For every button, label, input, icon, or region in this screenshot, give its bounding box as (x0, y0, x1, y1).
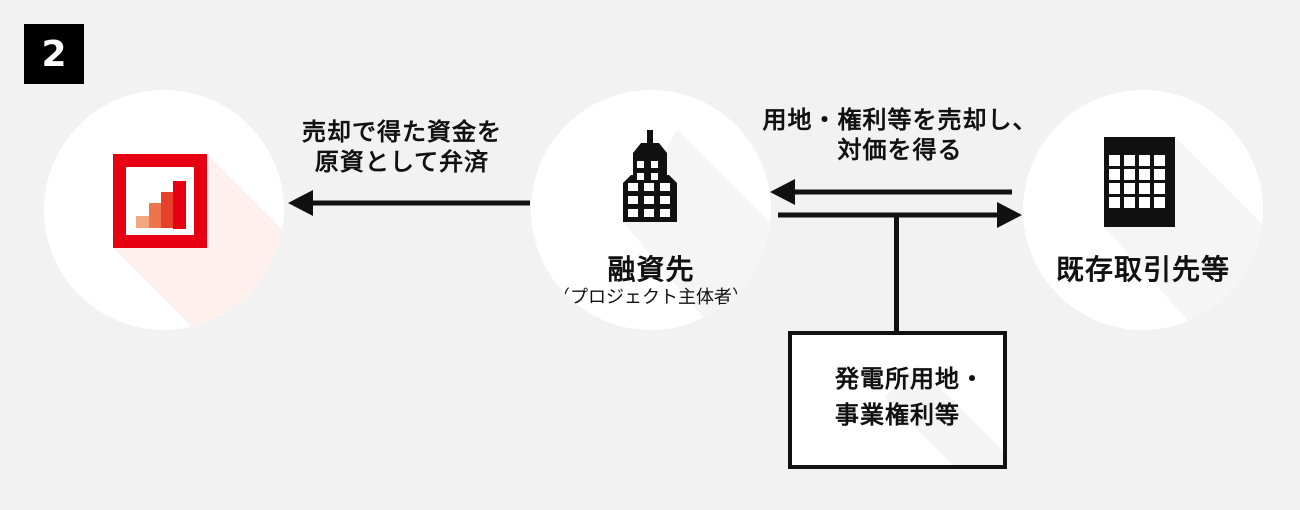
sale-flow-label: 用地・権利等を売却し、 対価を得る (748, 105, 1052, 165)
asset-box-line2: 事業権利等 (835, 401, 960, 429)
asset-box-watermark (885, 365, 1003, 465)
borrower-label: 融資先 (607, 253, 695, 286)
asset-box-line1: 発電所用地・ (835, 365, 985, 393)
sale-left-arrow (770, 179, 1012, 205)
repayment-arrow (288, 190, 530, 216)
sale-label-line2: 対価を得る (837, 136, 963, 164)
building-office-icon (1104, 137, 1175, 227)
building-tower-icon (623, 130, 677, 222)
existing-partner-label: 既存取引先等 (1055, 253, 1230, 286)
sale-right-arrow (778, 202, 1022, 228)
asset-box-text: 発電所用地・ 事業権利等 (835, 361, 985, 433)
step-number-badge: 2 (24, 24, 84, 84)
bank-logo-icon (113, 154, 207, 248)
repayment-label-line1: 売却で得た資金を (302, 118, 502, 146)
node-lender (44, 90, 284, 330)
repayment-label-line2: 原資として弁済 (314, 148, 490, 176)
borrower-sublabel: （プロジェクト主体者） (552, 287, 750, 308)
node-borrower: 融資先 （プロジェクト主体者） (531, 90, 771, 330)
asset-box: 発電所用地・ 事業権利等 (788, 331, 1007, 469)
repayment-flow-label: 売却で得た資金を 原資として弁済 (252, 117, 552, 177)
node-existing-partner: 既存取引先等 (1023, 90, 1263, 330)
sale-label-line1: 用地・権利等を売却し、 (762, 106, 1038, 134)
